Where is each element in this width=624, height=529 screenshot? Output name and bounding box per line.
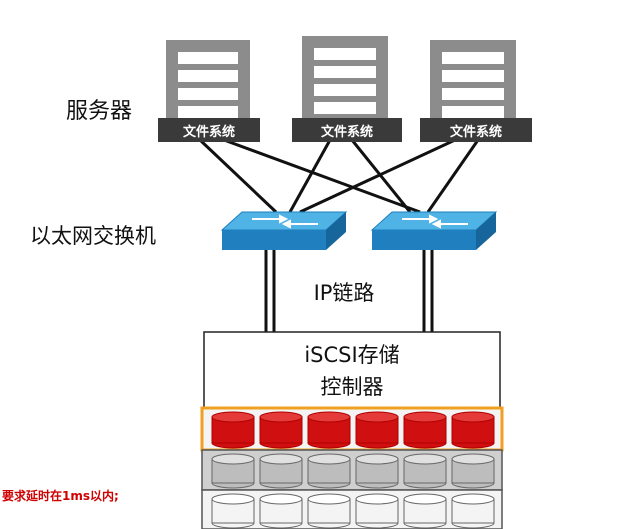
disk [355,411,399,449]
fs-label: 文件系统 [450,124,502,140]
ip-link-label: IP链路 [314,281,375,305]
switches-label: 以太网交换机 [30,224,156,248]
disk [259,453,303,489]
disk [451,453,495,489]
fs-bar [292,118,402,142]
disk [403,411,447,449]
disk [307,411,351,449]
disk [403,493,447,529]
server-2: 文件系统 [292,36,402,142]
iscsi-controller: iSCSI存储 控制器 [203,331,501,409]
latency-note: 要求延时在1ms以内; [2,488,119,503]
disk [211,453,255,489]
ethernet-switch-left [220,211,348,250]
server-switch-cables [198,138,480,214]
controller-label-line2: 控制器 [321,375,384,399]
ip-links [264,250,434,332]
disk [451,493,495,529]
disk [211,493,255,529]
controller-label-line1: iSCSI存储 [304,343,399,367]
fs-label: 文件系统 [183,124,235,140]
server-3: 文件系统 [420,40,532,142]
disk-shelf-white [201,489,503,529]
disk [259,493,303,529]
disk [451,411,495,449]
fs-label: 文件系统 [321,124,373,140]
disk-shelf-red [200,406,504,452]
server-1: 文件系统 [158,40,260,142]
disk [355,453,399,489]
fs-bar [158,118,260,142]
servers-label: 服务器 [66,99,132,124]
disk [259,411,303,449]
disk [403,453,447,489]
ethernet-switch-right [370,211,498,250]
disk [307,453,351,489]
disk [211,411,255,449]
disk-shelf-gray [201,449,503,491]
disk [307,493,351,529]
disk [355,493,399,529]
fs-bar [420,118,532,142]
